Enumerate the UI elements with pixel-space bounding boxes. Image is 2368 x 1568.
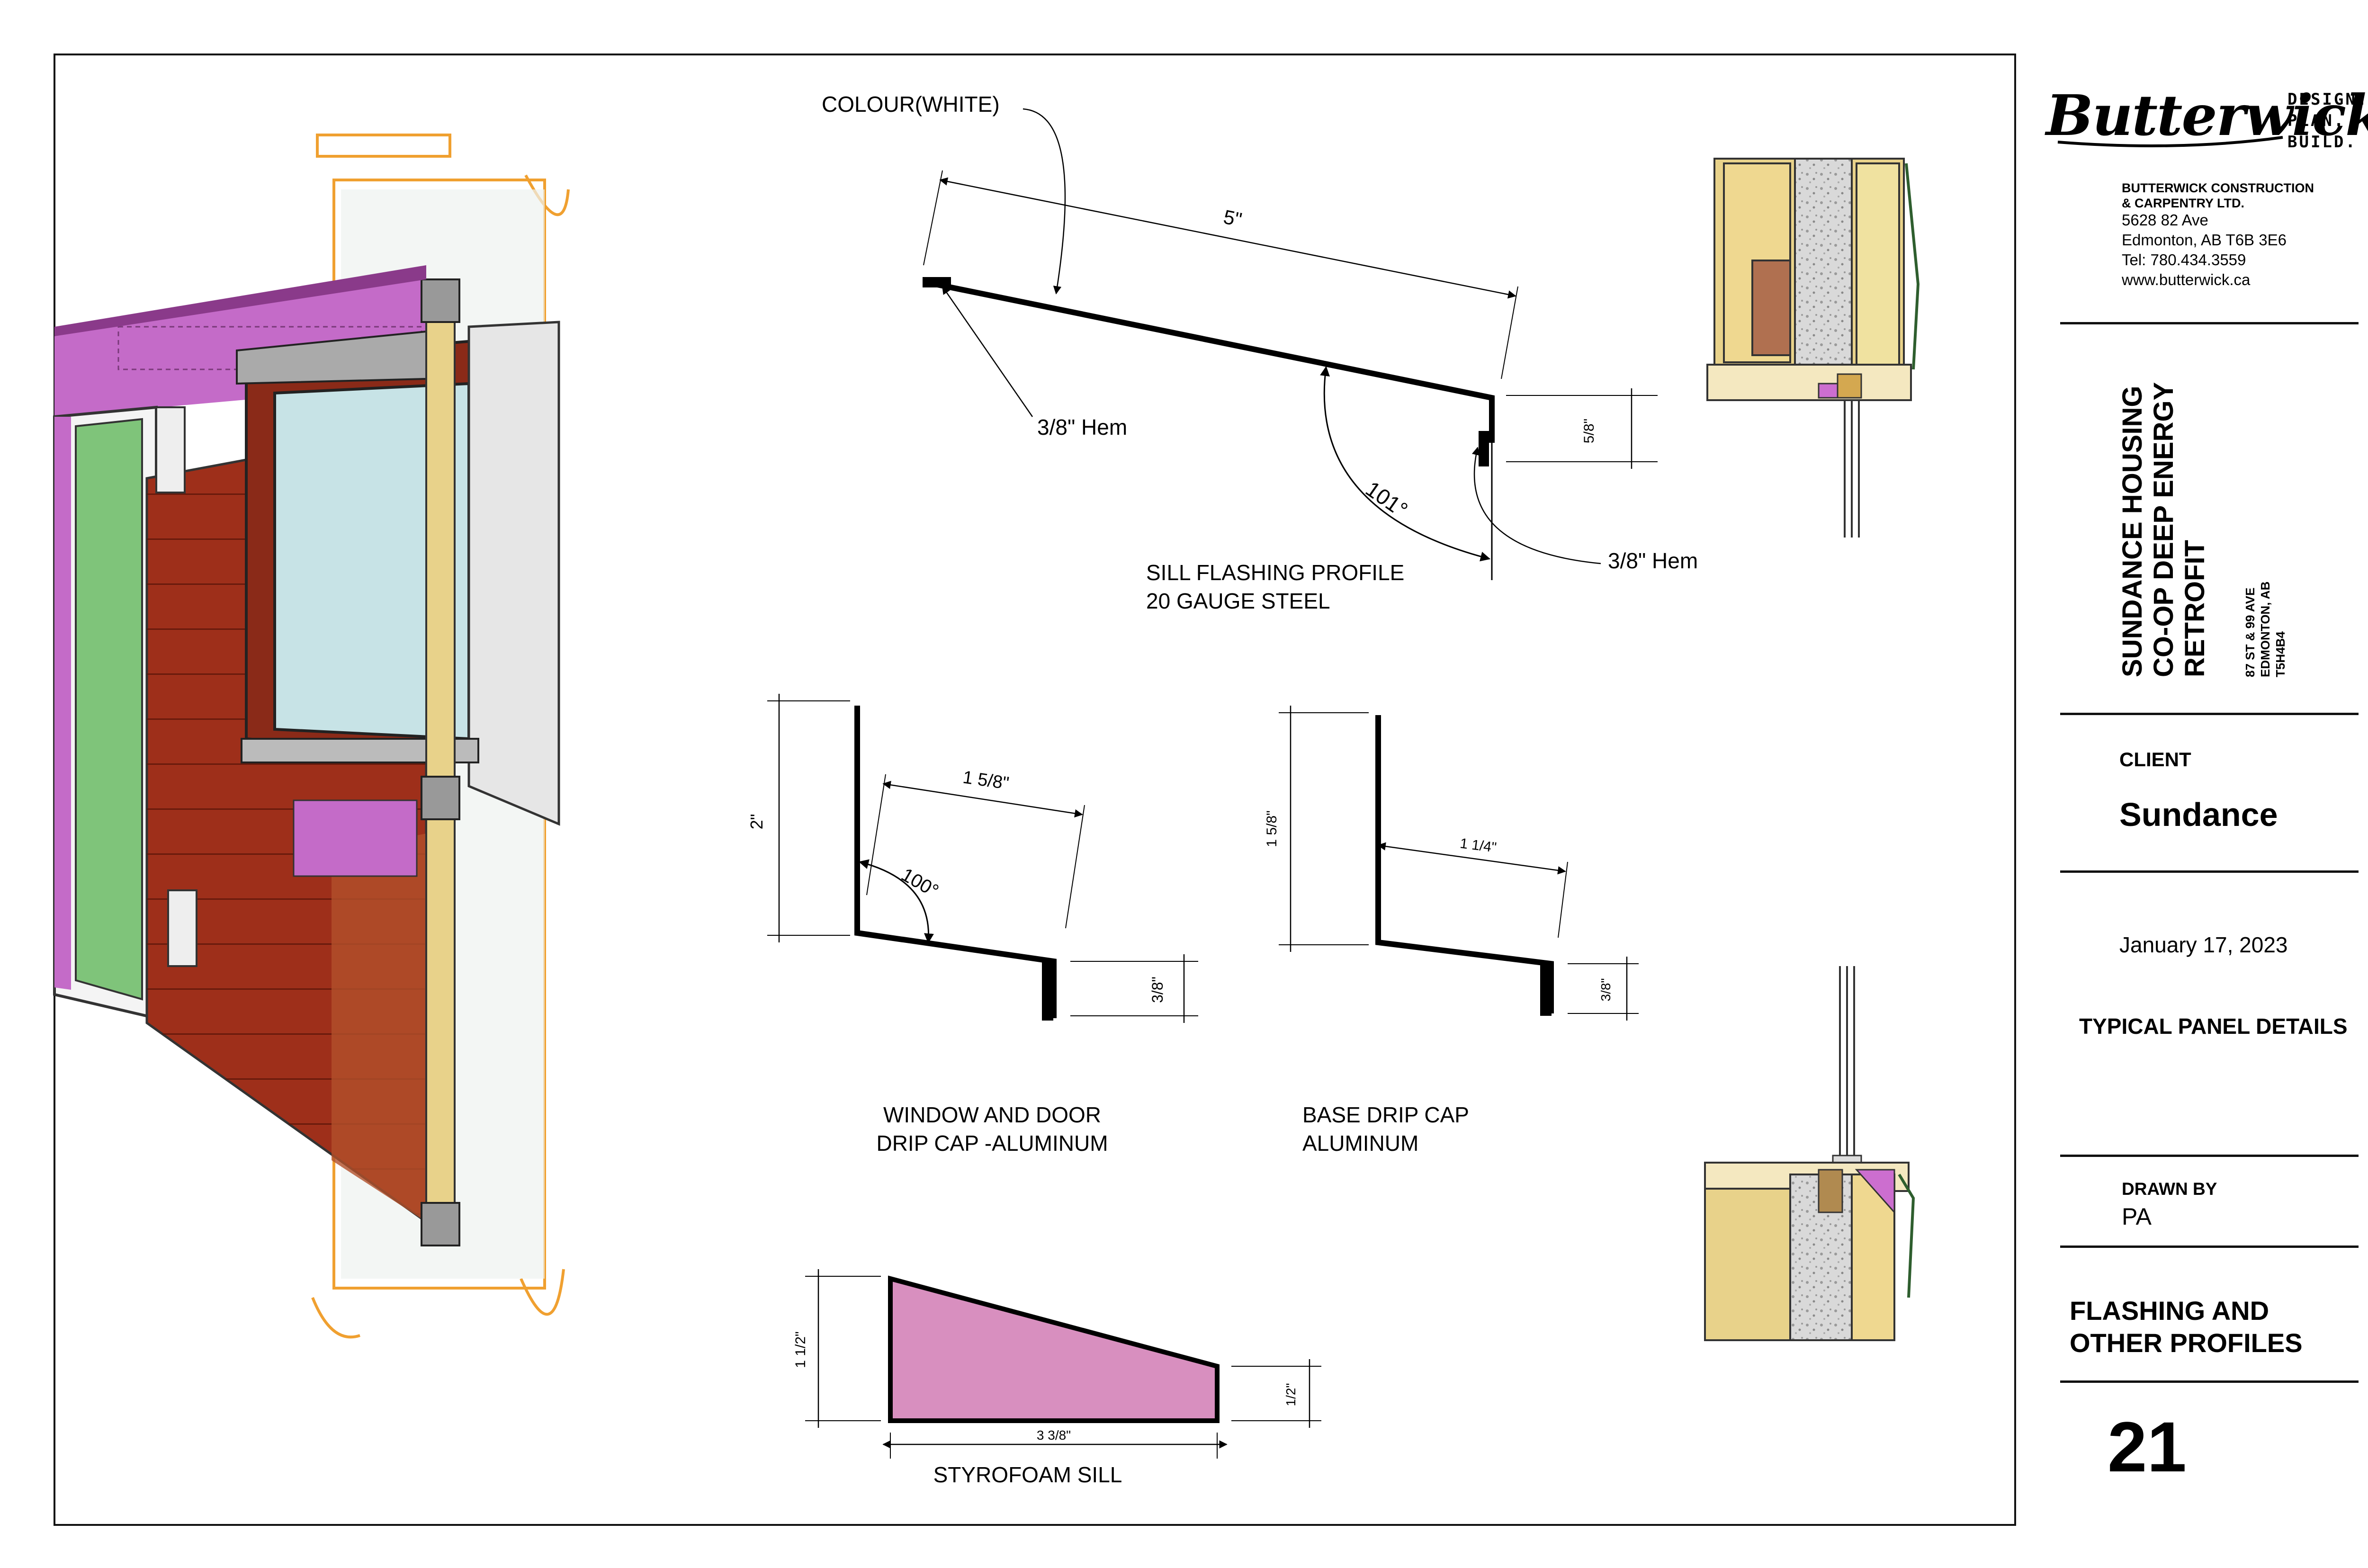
sheet-number: 21: [2108, 1407, 2187, 1487]
bdc-title-1: BASE DRIP CAP: [1302, 1102, 1469, 1127]
section-detail-bottom: [1704, 966, 1915, 1341]
divider: [2060, 870, 2359, 873]
address-line-1: 5628 82 Ave: [2122, 211, 2208, 229]
project-address: 87 ST & 99 AVE EDMONTON, AB T5H4B4: [2243, 581, 2287, 677]
client-label: CLIENT: [2119, 748, 2191, 771]
tagline-2: PLAN.: [2287, 111, 2346, 130]
base-drip-cap-shape: [1375, 715, 1554, 1013]
sill-title-1: SILL FLASHING PROFILE: [1146, 560, 1404, 585]
wall-3d-view: [53, 134, 570, 1339]
sill-flashing-shape: [923, 279, 1495, 443]
svg-text:Butterwick: Butterwick: [2045, 82, 2368, 148]
window-unit: [236, 321, 560, 877]
tagline-3: BUILD.: [2287, 133, 2357, 152]
set-title: TYPICAL PANEL DETAILS: [2079, 1014, 2348, 1039]
divider: [2060, 1155, 2359, 1157]
hem-left-label: 3/8" Hem: [1037, 415, 1127, 439]
sill-length-dim: 5": [1221, 206, 1244, 231]
address-line-2: Edmonton, AB T6B 3E6: [2122, 231, 2287, 249]
project-name: SUNDANCE HOUSING CO-OP DEEP ENERGY RETRO…: [2117, 382, 2210, 677]
hem-right-label: 3/8" Hem: [1608, 548, 1698, 573]
divider: [2060, 713, 2359, 715]
sty-height-right: 1/2": [1283, 1383, 1298, 1407]
drawn-by-value: PA: [2122, 1203, 2152, 1230]
bdc-title-2: ALUMINUM: [1302, 1131, 1418, 1156]
sill-title-2: 20 GAUGE STEEL: [1146, 589, 1330, 613]
exterior-outlet: [167, 889, 197, 967]
styrofoam-sill-shape: [888, 1275, 1220, 1423]
bdc-depth-dim: 1 1/4": [1459, 835, 1498, 855]
wdc-depth-dim: 1 5/8": [961, 768, 1010, 794]
angle-label: 101°: [1361, 476, 1412, 522]
client-name: Sundance: [2119, 796, 2278, 833]
phone-line: Tel: 780.434.3559: [2122, 251, 2246, 269]
wdc-height-dim: 2": [747, 814, 766, 830]
sty-height-left: 1 1/2": [793, 1331, 808, 1368]
drawn-by-label: DRAWN BY: [2122, 1179, 2217, 1199]
butterwick-logo: Butterwick: [2045, 82, 2368, 148]
bdc-height-dim: 1 5/8": [1264, 810, 1280, 847]
styrofoam-sill-profile: 1 1/2" 1/2" 3 3/8" STYROFOAM SILL: [793, 1269, 1321, 1487]
section-detail-top: [1706, 158, 1920, 538]
sill-drop-dim: 5/8": [1581, 419, 1597, 443]
divider: [2060, 1380, 2359, 1383]
website-line: www.butterwick.ca: [2122, 271, 2251, 288]
window-drip-cap-shape: [854, 706, 1057, 1018]
sheet-title-1: FLASHING AND: [2070, 1296, 2269, 1326]
colour-note: COLOUR(WHITE): [822, 92, 1000, 116]
window-drip-cap-profile: 2" 1 5/8" 100° 3/8" WINDOW AND DOOR DRIP…: [747, 694, 1198, 1156]
wdc-title-2: DRIP CAP -ALUMINUM: [876, 1131, 1108, 1156]
bdc-drop-dim: 3/8": [1598, 978, 1613, 1002]
drawing-date: January 17, 2023: [2119, 932, 2288, 957]
wood-stud: [425, 283, 456, 1232]
company-line-1: BUTTERWICK CONSTRUCTION: [2122, 181, 2314, 195]
exterior-outlet: [155, 406, 186, 493]
sty-width: 3 3/8": [1037, 1428, 1071, 1443]
company-line-2: & CARPENTRY LTD.: [2122, 196, 2245, 210]
wdc-drop-dim: 3/8": [1149, 977, 1166, 1003]
sty-title: STYROFOAM SILL: [933, 1462, 1122, 1487]
divider: [2060, 322, 2359, 324]
divider: [2060, 1245, 2359, 1248]
wdc-angle: 100°: [898, 864, 942, 902]
tagline-1: DESIGN.: [2287, 90, 2368, 109]
sheet-title-2: OTHER PROFILES: [2070, 1328, 2303, 1358]
base-drip-cap-profile: 1 5/8" 1 1/4" 3/8" BASE DRIP CAP ALUMINU…: [1264, 706, 1639, 1156]
sill-flashing-profile: 5" COLOUR(WHITE) 3/8" Hem 101° 3/8" Hem …: [822, 92, 1698, 613]
wdc-title-1: WINDOW AND DOOR: [883, 1102, 1101, 1127]
